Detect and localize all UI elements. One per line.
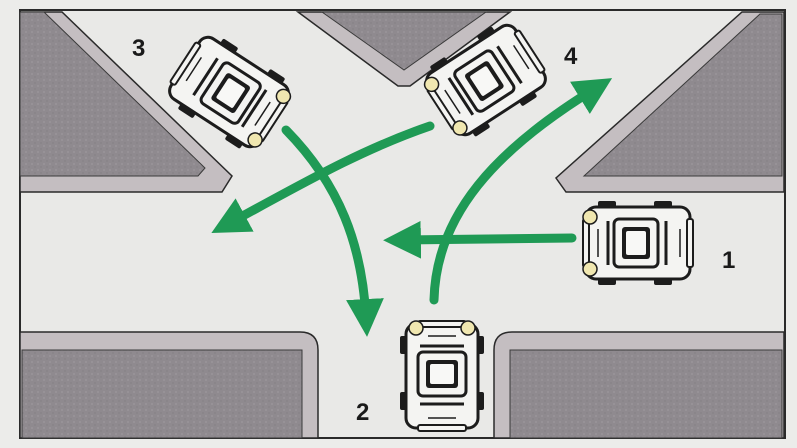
- block-bottom-left: [21, 349, 303, 439]
- car-headlight: [408, 320, 424, 336]
- movement-arrows: [211, 78, 613, 337]
- block-top-left: [19, 11, 206, 177]
- car-3: [168, 35, 292, 149]
- car-roof: [470, 66, 499, 96]
- car-headlight: [582, 209, 598, 225]
- car-trunk-line: [185, 56, 203, 82]
- car-label-1: 1: [722, 247, 735, 274]
- car-label-3: 3: [132, 35, 145, 62]
- car-roof: [626, 231, 646, 255]
- car-headlight: [247, 132, 263, 148]
- car-4: [423, 23, 547, 137]
- car-headlight: [423, 76, 440, 93]
- car-label-4: 4: [564, 43, 578, 70]
- path-arrow-car-1: [383, 220, 577, 259]
- city-blocks: [19, 11, 785, 439]
- block-bottom-right: [509, 349, 783, 439]
- car-headlight: [452, 120, 468, 136]
- path-arrow-car-4: [211, 121, 435, 234]
- car-roof: [216, 78, 245, 108]
- car-1: [582, 201, 694, 285]
- path-arrow-car-3: [281, 125, 384, 337]
- car-front-bumper: [417, 320, 467, 328]
- car-windshield: [447, 77, 475, 116]
- car-front-bumper: [582, 218, 590, 268]
- cars: [168, 23, 694, 432]
- car-headlight: [582, 261, 598, 277]
- car-headlight: [460, 320, 476, 336]
- car-label-2: 2: [356, 399, 369, 426]
- car-rear-bumper: [513, 29, 546, 74]
- car-rear-bumper: [169, 41, 202, 86]
- path-arrow-car-2: [429, 78, 613, 305]
- car-grille: [444, 89, 461, 114]
- block-top-right: [582, 13, 783, 177]
- car-windshield: [240, 89, 268, 128]
- car-2: [400, 320, 484, 432]
- car-trunk-line: [512, 44, 530, 70]
- car-rear-window: [496, 45, 523, 85]
- block-top-center: [320, 11, 488, 71]
- car-grille: [254, 101, 271, 126]
- car-rear-bumper: [686, 218, 694, 268]
- car-headlight: [275, 88, 292, 105]
- car-rear-window: [192, 57, 219, 97]
- car-labels: 1 2 3 4: [132, 35, 735, 426]
- car-roof: [430, 364, 454, 384]
- car-rear-bumper: [417, 424, 467, 432]
